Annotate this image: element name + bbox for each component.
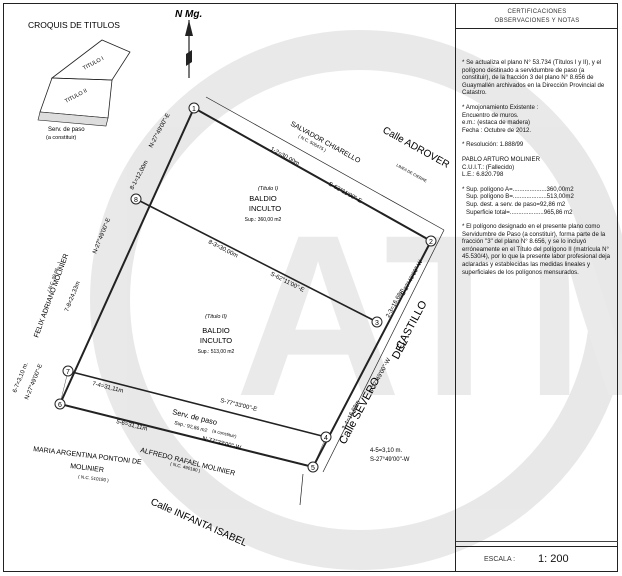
sup-b: Sup. polígono B=....................513,… — [466, 193, 574, 201]
inset-serv-sub: (a constituir) — [46, 135, 76, 141]
note-amojonamiento-3: Fecha : Octubre de 2012. — [462, 126, 532, 134]
lot-outline — [58, 96, 445, 506]
notes-panel: CERTIFICACIONES OBSERVACIONES Y NOTAS * … — [455, 3, 618, 572]
north-arrow-icon: N Mg. — [175, 9, 202, 78]
scale-value: 1: 200 — [538, 553, 569, 565]
panel-heading-line2: OBSERVACIONES Y NOTAS — [494, 18, 580, 24]
owner-name: PABLO ARTURO MOLINIER — [462, 155, 540, 163]
scale-label: ESCALA : — [484, 556, 516, 563]
panel-heading: CERTIFICACIONES OBSERVACIONES Y NOTAS — [456, 3, 618, 29]
baldio-1: BALDIO — [249, 194, 277, 203]
baldio-2: BALDIO — [202, 326, 230, 335]
vertex-7: 7 — [66, 369, 70, 376]
serv-paso-const: (a constituir) — [212, 428, 238, 439]
north-label: N Mg. — [175, 9, 202, 20]
vertex-markers: 1 2 3 4 5 6 7 8 — [54, 102, 437, 473]
sup-1: Sup.: 360,00 m2 — [245, 217, 282, 223]
vertex-5: 5 — [311, 465, 315, 472]
svg-text:ATM: ATM — [235, 187, 622, 444]
sup-2: Sup.: 513,00 m2 — [198, 349, 235, 355]
croquis-title: CROQUIS DE TITULOS — [28, 20, 120, 30]
sup-serv: Sup. dest. a serv. de paso=92,86 m2 — [466, 200, 566, 208]
surface-table: * Sup. polígono A=....................36… — [462, 186, 612, 216]
owner-cuit: C.U.I.T.: (Fallecido) — [462, 163, 515, 171]
inculto-1: INCULTO — [249, 204, 281, 213]
panel-heading-line1: CERTIFICACIONES — [507, 9, 567, 15]
sup-a: * Sup. polígono A=....................36… — [462, 185, 574, 193]
note-resolucion: * Resolución: 1.888/99 — [462, 141, 524, 149]
vertex-6: 6 — [58, 402, 62, 409]
titulo2-label: (Titulo II) — [205, 314, 227, 320]
neighbour-maria-2: MOLINIER — [70, 463, 104, 474]
note-amojonamiento: * Amojonamiento Existente : Encuentro de… — [462, 104, 612, 134]
sheet-frame — [3, 3, 618, 572]
inset-serv-label: Serv. de paso — [48, 127, 85, 133]
vertex-4: 4 — [324, 435, 328, 442]
vertex-1: 1 — [192, 106, 196, 113]
titulo1-label: (Titulo I) — [258, 186, 278, 192]
inculto-2: INCULTO — [200, 336, 232, 345]
panel-divider — [456, 541, 618, 542]
vertex-3: 3 — [375, 320, 379, 327]
note-amojonamiento-title: * Amojonamiento Existente : — [462, 103, 539, 111]
note-amojonamiento-2: e.m.: (estaca de madera) — [462, 119, 531, 127]
atm-watermark: ATM — [90, 30, 622, 570]
owner-le: L.E.: 6.820.798 — [462, 171, 504, 179]
note-actualiza: * Se actualiza el plano N° 53.734 (Títul… — [462, 59, 605, 97]
notes-body: * Se actualiza el plano N° 53.734 (Títul… — [462, 59, 612, 283]
vertex-2: 2 — [429, 239, 433, 246]
dim-4-5: 4-5=3,10 m. — [370, 448, 403, 454]
note-poligono: * El polígono designado en el presente p… — [462, 223, 611, 276]
dir-4-5: S-27°49'00"-W — [370, 457, 410, 463]
note-amojonamiento-1: Encuentro de muros. — [462, 111, 519, 119]
neighbour-maria-nc: ( N.C. 510180 ) — [78, 474, 110, 483]
scale-box: ESCALA : 1: 200 — [456, 546, 618, 573]
parcel-labels: (Titulo I) BALDIO INCULTO Sup.: 360,00 m… — [198, 186, 282, 355]
sup-total: Superficie total=....................965… — [466, 208, 573, 216]
owner-block: PABLO ARTURO MOLINIER C.U.I.T.: (Falleci… — [462, 156, 612, 179]
vertex-8: 8 — [134, 197, 138, 204]
